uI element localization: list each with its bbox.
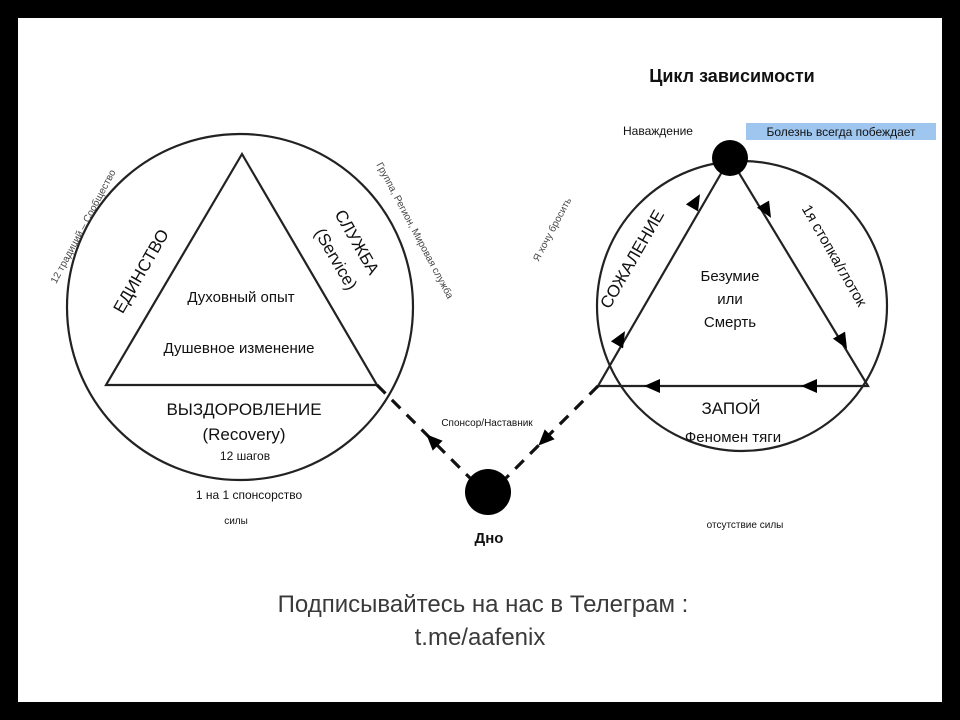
disease-wins-label: Болезнь всегда побеждает: [766, 125, 916, 139]
arrowhead-right-bottom: [832, 331, 847, 349]
twelve-steps-label: 12 шагов: [220, 449, 270, 463]
sponsorship-note: 1 на 1 спонсорство: [196, 488, 303, 502]
recovery-label: ВЫЗДОРОВЛЕНИЕ: [166, 400, 321, 419]
telegram-link[interactable]: t.me/aafenix: [415, 624, 546, 651]
sponsor-label: Спонсор/Наставник: [441, 418, 533, 429]
spiritual-change-label: Душевное изменение: [163, 340, 314, 357]
arrowhead-bottom-right: [801, 379, 817, 393]
recovery-triangle: [104, 151, 379, 387]
arrowhead-left-top: [685, 194, 700, 212]
craving-label: Феномен тяги: [685, 429, 781, 446]
dashed-connector-right: [504, 384, 600, 480]
powerlessness-note: отсутствие силы: [707, 520, 784, 531]
power-note: силы: [224, 516, 248, 527]
recovery-english-label: (Recovery): [202, 425, 285, 444]
or-label: или: [717, 291, 743, 308]
obsession-label: Наваждение: [623, 124, 693, 138]
dashed-connector-left: [375, 383, 472, 480]
arrowhead-right-top: [756, 200, 771, 218]
insanity-label: Безумие: [701, 268, 760, 285]
death-label: Смерть: [704, 314, 756, 331]
arrowhead-to-recovery: [426, 434, 443, 451]
addiction-cycle-title: Цикл зависимости: [649, 66, 815, 86]
recovery-circle: [65, 132, 415, 482]
rock-bottom-label: Дно: [475, 530, 504, 547]
addiction-triangle: [596, 155, 870, 388]
highlight-box: [746, 123, 936, 140]
arrowhead-left-bottom: [610, 331, 625, 349]
obsession-dot: [712, 140, 748, 176]
arrowhead-bottom-left: [644, 379, 660, 393]
rock-bottom-dot: [465, 469, 511, 515]
telegram-subscribe-text: Подписывайтесь на нас в Телеграм :: [278, 591, 689, 618]
arrowhead-to-bottom: [538, 429, 555, 446]
binge-label: ЗАПОЙ: [701, 399, 760, 418]
spiritual-experience-label: Духовный опыт: [187, 289, 294, 306]
